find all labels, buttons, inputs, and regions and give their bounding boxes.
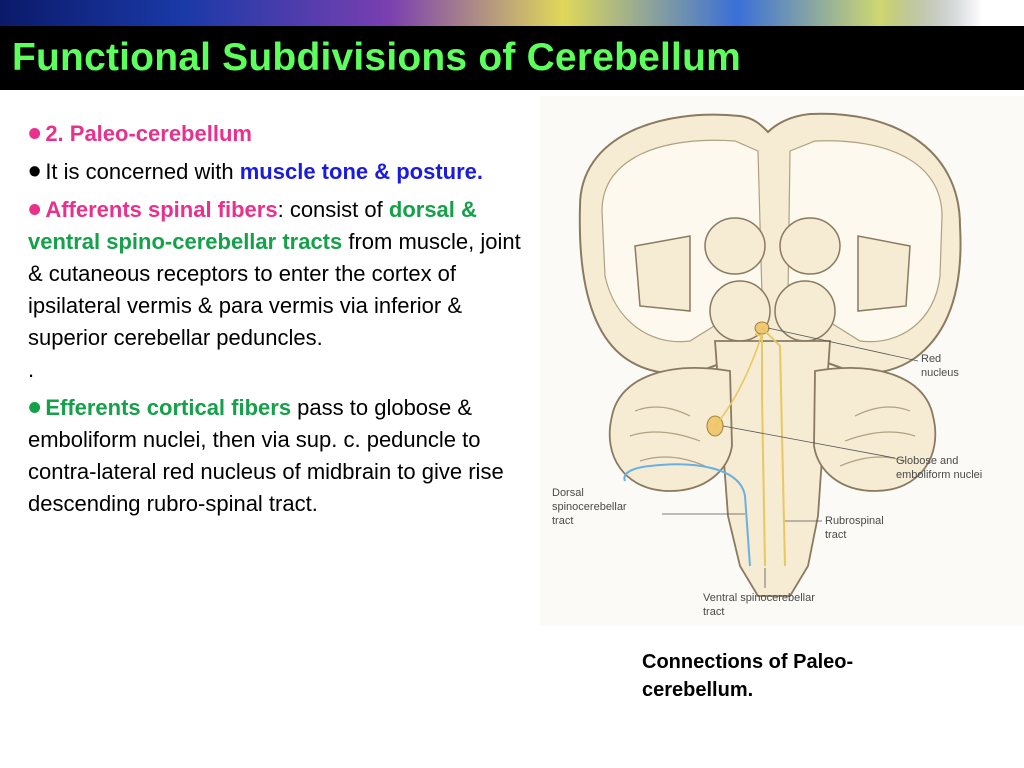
heading-text: 2. Paleo-cerebellum [45, 121, 252, 146]
bullet-efferents: •Efferents cortical fibers pass to globo… [28, 389, 538, 520]
afferents-trailing: . [28, 357, 35, 382]
rubrospinal-pathway [761, 327, 786, 567]
label-rubro-1: Rubrospinal [825, 515, 884, 527]
afferents-term: Afferents spinal fibers [45, 197, 278, 222]
afferents-rest: from muscle, joint & cutaneous receptors… [28, 229, 521, 350]
cerebellar-folia-left [629, 406, 706, 467]
figure-caption: Connections of Paleo-cerebellum. [642, 651, 854, 701]
label-red-nucleus-2: nucleus [921, 367, 959, 379]
function-emphasis: muscle tone & posture. [239, 159, 484, 184]
leader-red-nucleus [767, 327, 919, 362]
decorative-top-strip [0, 0, 1024, 26]
efferents-rest: pass to globose & emboliform nuclei, the… [28, 395, 504, 516]
dorsal-spinocerebellar-pathway [623, 463, 751, 567]
strip-fade [884, 0, 1024, 26]
bullet-dot: • [28, 189, 42, 231]
efferents-term: Efferents cortical fibers [45, 395, 292, 420]
bullet-afferents: •Afferents spinal fibers: consist of dor… [28, 191, 538, 386]
label-red-nucleus-1: Red [921, 353, 941, 365]
lateral-ventricle-right [779, 217, 841, 275]
afferents-tracts: dorsal & ventral spino-cerebellar tracts [28, 197, 477, 254]
bullet-list: •2. Paleo-cerebellum •It is concerned wi… [28, 115, 538, 526]
label-dorsal-1: Dorsal [552, 487, 584, 499]
label-dorsal-3: tract [552, 515, 573, 527]
bullet-dot: • [28, 151, 42, 193]
bullet-dot: • [28, 113, 42, 155]
label-dorsal-2: spinocerebellar [552, 501, 627, 513]
cerebellum-left [608, 367, 733, 492]
thalamus-right [774, 280, 836, 342]
label-globose-1: Globose and [896, 455, 958, 467]
leader-globose [722, 425, 896, 459]
bullet-function: •It is concerned with muscle tone & post… [28, 153, 538, 191]
efferent-pathway [714, 333, 763, 427]
label-rubro-2: tract [825, 529, 846, 541]
ventral-spinocerebellar-pathway [754, 333, 766, 567]
basal-ganglia-left [634, 235, 691, 312]
bullet-dot: • [28, 387, 42, 429]
lateral-ventricle-left [704, 217, 766, 275]
title-bar [0, 26, 1024, 90]
function-text: It is concerned with [45, 159, 240, 184]
cerebellum-right [813, 367, 937, 492]
label-globose-2: emboliform nuclei [896, 469, 982, 481]
slide-title: Functional Subdivisions of Cerebellum [12, 36, 741, 79]
afferents-connector: : consist of [277, 197, 389, 222]
bullet-heading: •2. Paleo-cerebellum [28, 115, 538, 153]
label-ventral-1: Ventral spinocerebellar [703, 592, 815, 604]
cerebellar-folia-right [839, 406, 916, 467]
basal-ganglia-right [857, 235, 911, 312]
paleocerebellum-diagram: Red nucleus Globose and emboliform nucle… [540, 96, 1024, 626]
label-ventral-2: tract [703, 606, 724, 618]
